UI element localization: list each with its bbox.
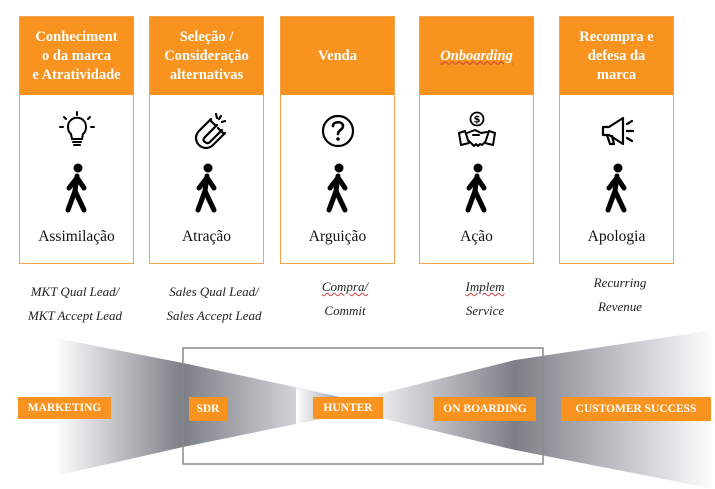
tag-sdr: SDR: [189, 397, 227, 421]
magnet-icon: [194, 112, 226, 150]
stage-card-advocacy: Recompra e defesa da marca Apologia: [559, 16, 674, 264]
walking-person-icon: [195, 163, 216, 213]
stage-label: Assimilação: [38, 228, 115, 245]
svg-text:$: $: [473, 115, 480, 126]
lead-label-recurring: Recurring Revenue: [593, 275, 647, 314]
stage-title: Recompra e defesa da marca: [560, 17, 673, 95]
lead-label-sales: Sales Qual Lead/ Sales Accept Lead: [166, 284, 262, 323]
stage-title: Conheciment o da marca e Atratividade: [20, 17, 133, 95]
tag-customer-success: CUSTOMER SUCCESS: [561, 397, 711, 421]
handshake-dollar-icon: $: [457, 111, 496, 147]
walking-person-icon: [465, 163, 486, 213]
funnel-segment-marketing: [55, 338, 183, 476]
tag-marketing: MARKETING: [18, 397, 111, 419]
megaphone-icon: [601, 116, 634, 146]
stage-card-awareness: Conheciment o da marca e Atratividade: [19, 16, 134, 264]
funnel-segment-sdr: [183, 363, 355, 447]
lead-label-commit: Compra/ Commit: [321, 279, 369, 318]
stage-title: Venda: [281, 17, 394, 95]
walking-person-icon: [65, 163, 86, 213]
lead-label-mkt: MKT Qual Lead/ MKT Accept Lead: [27, 284, 123, 323]
walking-person-icon: [326, 163, 347, 213]
lightbulb-icon: [58, 111, 95, 146]
tag-onboarding: ON BOARDING: [434, 397, 536, 421]
stage-card-selection: Seleção / Consideração alternativas: [149, 16, 264, 264]
stage-title: Seleção / Consideração alternativas: [150, 17, 263, 95]
stage-card-onboarding: Onboarding $ Ação: [419, 16, 534, 264]
stage-label: Ação: [460, 228, 493, 245]
stage-card-sale: Venda Arguição: [280, 16, 395, 264]
lead-label-implementation: Implem Service: [465, 279, 505, 318]
stage-label: Apologia: [587, 228, 646, 245]
question-icon: [321, 114, 354, 148]
tag-hunter: HUNTER: [313, 397, 383, 419]
stage-label: Atração: [181, 228, 232, 245]
stage-title: Onboarding: [420, 17, 533, 95]
funnel-frame: [182, 347, 544, 465]
stage-label: Arguição: [308, 228, 367, 245]
walking-person-icon: [605, 163, 626, 213]
